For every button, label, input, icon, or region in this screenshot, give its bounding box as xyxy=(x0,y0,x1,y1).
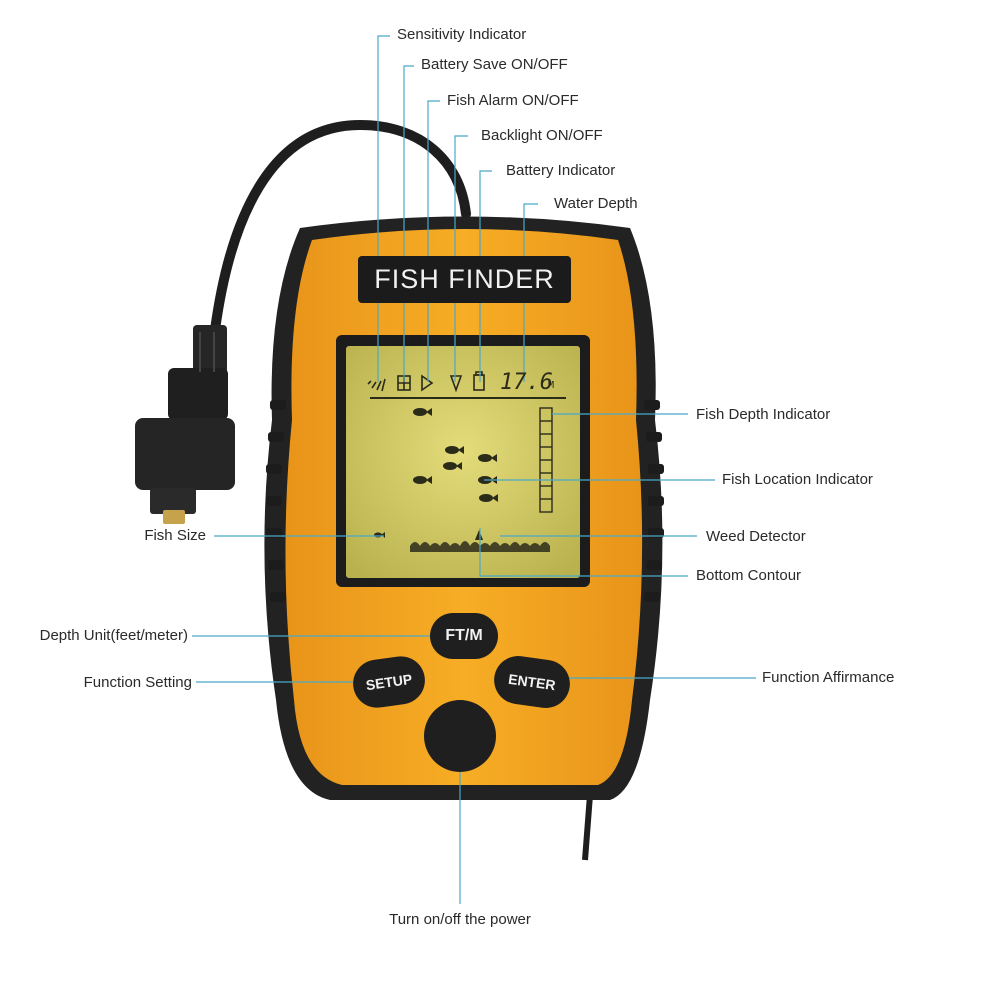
leader-bottom xyxy=(479,528,688,577)
label-fish-alarm: Fish Alarm ON/OFF xyxy=(447,92,579,109)
side-grips xyxy=(266,400,664,602)
leader-battery xyxy=(479,170,492,382)
label-fish-depth: Fish Depth Indicator xyxy=(696,406,831,423)
power-button[interactable] xyxy=(424,700,496,772)
lcd-status-icons xyxy=(367,371,485,393)
lcd-screen xyxy=(346,346,580,578)
cable-connector xyxy=(135,325,235,524)
fish-symbol xyxy=(413,408,432,416)
fish-depth-bar xyxy=(539,407,553,513)
label-fish-size: Fish Size xyxy=(144,527,206,544)
device-title: FISH FINDER xyxy=(358,256,571,303)
fish-alarm-icon xyxy=(421,374,434,392)
fish-symbol xyxy=(443,462,462,470)
label-function-affirmance: Function Affirmance xyxy=(762,669,895,686)
cable-bottom xyxy=(582,794,593,861)
label-fish-location: Fish Location Indicator xyxy=(722,471,873,488)
fish-symbol xyxy=(479,494,498,502)
label-backlight: Backlight ON/OFF xyxy=(481,127,603,144)
label-weed: Weed Detector xyxy=(706,528,806,545)
backlight-icon xyxy=(449,375,463,393)
leader-water-depth xyxy=(523,203,538,382)
label-water-depth: Water Depth xyxy=(554,195,638,212)
transducer-cable xyxy=(210,119,471,335)
label-battery-save: Battery Save ON/OFF xyxy=(421,56,568,73)
label-depth-unit: Depth Unit(feet/meter) xyxy=(39,627,188,644)
fish-symbol xyxy=(478,454,497,462)
weed-mark xyxy=(475,530,483,540)
label-sensitivity: Sensitivity Indicator xyxy=(397,26,527,43)
fish-symbol xyxy=(445,446,464,454)
label-battery: Battery Indicator xyxy=(506,162,616,179)
fish-symbol xyxy=(413,476,432,484)
sensitivity-icon xyxy=(367,378,386,392)
lcd-depth-value: 17.6 xyxy=(500,370,553,395)
label-power: Turn on/off the power xyxy=(389,911,531,928)
ftm-button[interactable]: FT/M xyxy=(430,613,498,659)
label-bottom: Bottom Contour xyxy=(696,567,802,584)
label-function-setting: Function Setting xyxy=(83,674,192,691)
lcd-depth-unit: M xyxy=(548,380,555,391)
